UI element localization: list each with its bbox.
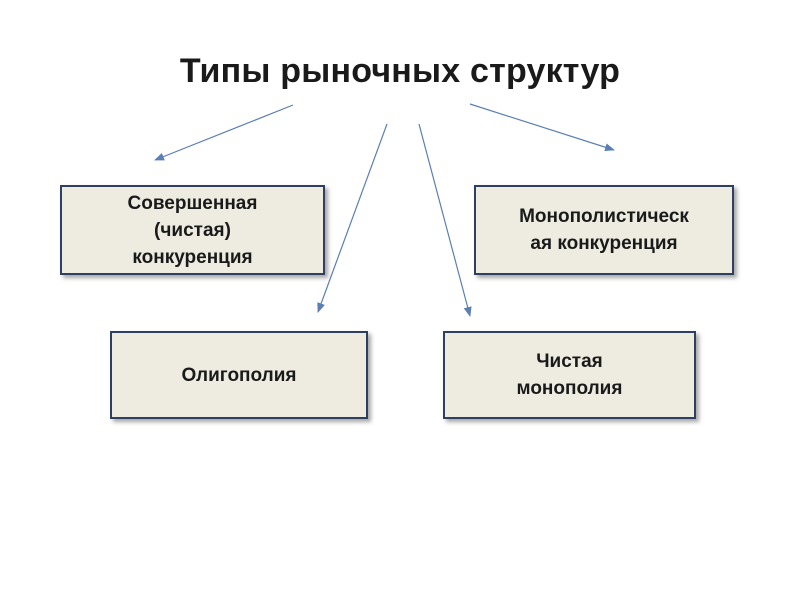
arrow-to-pure-monopoly xyxy=(418,123,472,317)
box-perfect-competition: Совершенная (чистая) конкуренция xyxy=(60,185,325,275)
box-monopolistic-competition: Монополистическ ая конкуренция xyxy=(474,185,734,275)
arrow-to-perfect-competition xyxy=(154,104,294,161)
diagram-title: Типы рыночных структур xyxy=(40,52,760,91)
box-pure-monopoly: Чистая монополия xyxy=(443,331,696,419)
diagram-title-text: Типы рыночных структур xyxy=(179,52,621,90)
arrow-to-monopolistic-competition xyxy=(469,103,615,152)
box-oligopoly: Олигополия xyxy=(110,331,368,419)
arrow-to-oligopoly xyxy=(317,123,388,313)
